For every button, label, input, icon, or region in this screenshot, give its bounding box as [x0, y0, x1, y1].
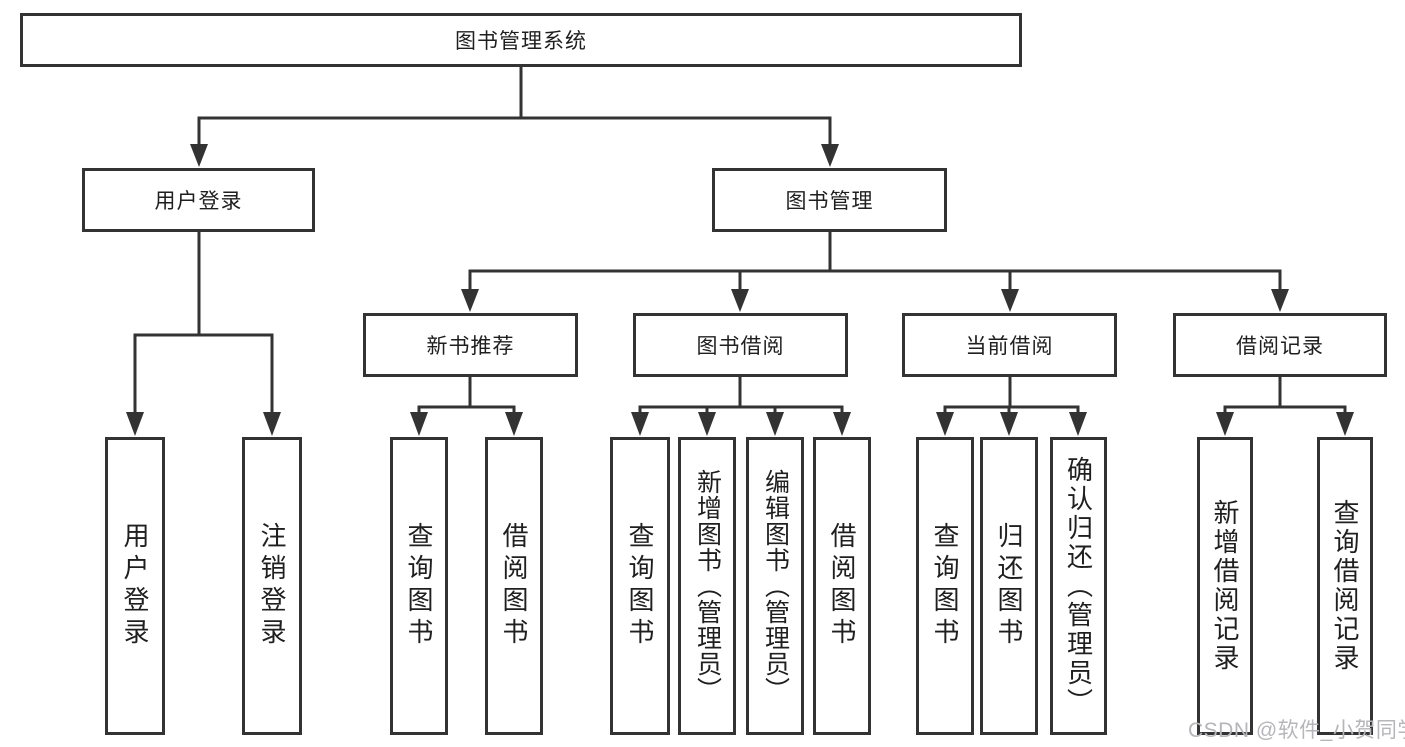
- node-borrowing-records: 借阅记录: [1173, 313, 1387, 377]
- leaf-user-login: 用户登录: [105, 437, 165, 735]
- node-current-borrowing: 当前借阅: [902, 313, 1117, 377]
- leaf-return-books-label: 归还图书: [994, 522, 1024, 650]
- connector-user-login-to-leaves: [126, 230, 281, 436]
- leaf-borrow-books-borrowing-label: 借阅图书: [827, 522, 857, 650]
- leaf-borrow-books-recommendation-label: 借阅图书: [499, 522, 529, 650]
- leaf-add-borrow-record: 新增借阅记录: [1197, 437, 1253, 735]
- connector-borrowing-records-to-leaves: [1216, 375, 1354, 436]
- leaf-add-borrow-record-label: 新增借阅记录: [1210, 499, 1240, 673]
- leaf-logout: 注销登录: [242, 437, 302, 735]
- leaf-borrow-books-borrowing: 借阅图书: [813, 437, 871, 735]
- leaf-query-books-borrowing-label: 查询图书: [625, 522, 655, 650]
- leaf-return-books: 归还图书: [980, 437, 1038, 735]
- leaf-query-books-recommendation: 查询图书: [390, 437, 448, 735]
- node-borrowing-records-label: 借阅记录: [1236, 335, 1324, 358]
- connector-current-borrowing-to-leaves: [936, 375, 1087, 436]
- leaf-edit-book-admin-label: 编辑图书（管理员）: [761, 469, 790, 703]
- node-new-book-recommendation-label: 新书推荐: [426, 335, 515, 358]
- leaf-query-borrow-record: 查询借阅记录: [1317, 437, 1373, 735]
- leaf-query-books-recommendation-label: 查询图书: [404, 522, 434, 650]
- connector-book-management-to-level3: [461, 230, 1289, 312]
- leaf-borrow-books-recommendation: 借阅图书: [485, 437, 543, 735]
- node-user-login: 用户登录: [82, 168, 315, 232]
- node-current-borrowing-label: 当前借阅: [965, 335, 1054, 358]
- leaf-confirm-return-admin-label: 确认归还（管理员）: [1063, 455, 1094, 717]
- node-book-management: 图书管理: [712, 168, 947, 232]
- node-book-borrowing: 图书借阅: [633, 313, 848, 377]
- connector-new-book-recommendation-to-leaves: [410, 375, 523, 436]
- leaf-logout-label: 注销登录: [257, 522, 287, 650]
- csdn-watermark: CSDN @软件_小贺同学: [1188, 719, 1405, 742]
- leaf-query-books-borrowing: 查询图书: [610, 437, 670, 735]
- leaf-user-login-label: 用户登录: [120, 522, 150, 650]
- leaf-confirm-return-admin: 确认归还（管理员）: [1050, 437, 1107, 735]
- leaf-add-book-admin-label: 新增图书（管理员）: [693, 469, 722, 703]
- leaf-add-book-admin: 新增图书（管理员）: [678, 437, 736, 735]
- node-user-login-label: 用户登录: [154, 190, 243, 213]
- node-new-book-recommendation: 新书推荐: [363, 313, 578, 377]
- connector-book-borrowing-to-leaves: [631, 375, 851, 436]
- node-library-management-system-label: 图书管理系统: [455, 30, 587, 53]
- leaf-query-books-current: 查询图书: [916, 437, 974, 735]
- node-book-management-label: 图书管理: [785, 190, 874, 213]
- leaf-edit-book-admin: 编辑图书（管理员）: [746, 437, 804, 735]
- leaf-query-borrow-record-label: 查询借阅记录: [1330, 499, 1360, 673]
- node-library-management-system: 图书管理系统: [20, 13, 1022, 67]
- node-book-borrowing-label: 图书借阅: [696, 335, 785, 358]
- connector-root-to-level2: [190, 65, 839, 167]
- leaf-query-books-current-label: 查询图书: [930, 522, 960, 650]
